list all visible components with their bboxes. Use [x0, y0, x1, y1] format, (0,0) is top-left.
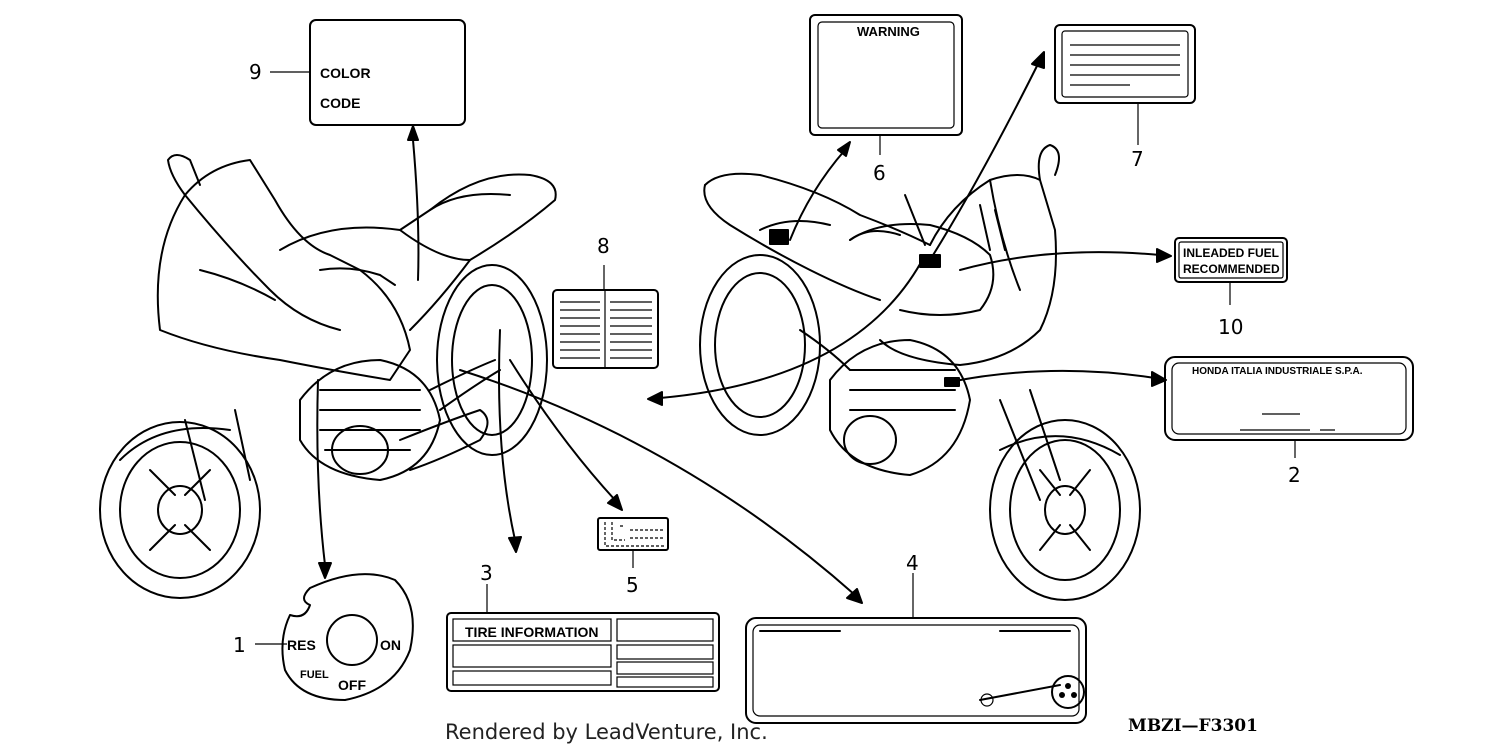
color-text: COLOR [320, 65, 371, 81]
callout-arrows [316, 51, 1172, 604]
chain-adjust-label [745, 617, 1087, 724]
callout-8: 8 [597, 234, 610, 258]
small-info-label [597, 517, 669, 551]
on-text: ON [380, 637, 401, 653]
tire-text: TIRE INFORMATION [465, 624, 599, 640]
rendered-by-text: Rendered by LeadVenture, Inc. [445, 720, 768, 744]
warning-label: WARNING [809, 14, 963, 136]
off-text: OFF [338, 677, 366, 693]
tire-information-label: TIRE INFORMATION [446, 612, 720, 692]
fuel-cock-label: RES ON FUEL OFF [281, 573, 414, 701]
fuel-line1-text: INLEADED FUEL [1183, 246, 1279, 260]
callout-5: 5 [626, 573, 639, 597]
callout-leaders [255, 71, 1296, 645]
diagram-code: MBZI—F3301 [1128, 716, 1258, 736]
callout-2: 2 [1288, 463, 1301, 487]
warning-text: WARNING [857, 24, 920, 39]
left-motorcycle-illustration [99, 154, 557, 599]
callout-9: 9 [249, 60, 262, 84]
honda-text: HONDA ITALIA INDUSTRIALE S.P.A. [1192, 366, 1363, 377]
unleaded-fuel-label: INLEADED FUEL RECOMMENDED [1174, 237, 1288, 283]
color-code-label: COLOR CODE [309, 19, 466, 126]
fuel-text: FUEL [300, 669, 329, 681]
callout-1: 1 [233, 633, 246, 657]
honda-italia-label: HONDA ITALIA INDUSTRIALE S.P.A. [1164, 356, 1414, 441]
callout-10: 10 [1218, 315, 1243, 339]
code-text: CODE [320, 95, 360, 111]
callout-7: 7 [1131, 147, 1144, 171]
callout-4: 4 [906, 551, 919, 575]
callout-3: 3 [480, 561, 493, 585]
fuel-line2-text: RECOMMENDED [1183, 262, 1280, 276]
booklet-label [552, 289, 659, 369]
res-text: RES [287, 637, 316, 653]
text-lines-label [1054, 24, 1196, 104]
callout-6: 6 [873, 161, 886, 185]
right-motorcycle-illustration [699, 144, 1141, 601]
